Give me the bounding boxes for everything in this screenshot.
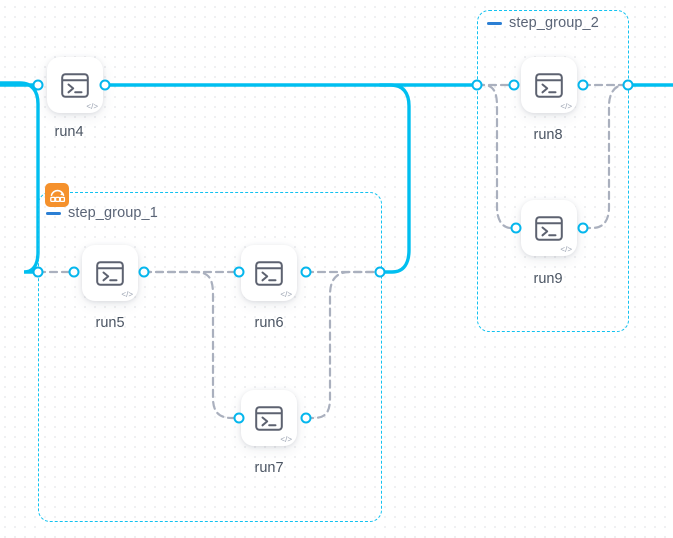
port-run5-in[interactable] [68, 266, 80, 278]
code-badge-icon: </> [280, 290, 292, 299]
port-group1-out[interactable] [374, 266, 386, 278]
port-run6-out[interactable] [300, 266, 312, 278]
terminal-icon [255, 260, 283, 286]
node-label-run9: run9 [533, 271, 563, 287]
node-label-run8: run8 [533, 127, 563, 143]
port-run9-out[interactable] [577, 222, 589, 234]
group-header-step-group-2[interactable]: step_group_2 [487, 15, 599, 31]
node-label-run4: run4 [54, 124, 84, 140]
minus-dash-icon[interactable] [46, 211, 61, 215]
port-run4-out[interactable] [99, 79, 111, 91]
group-box-step-group-2[interactable] [477, 10, 629, 332]
terminal-icon [535, 72, 563, 98]
port-run7-out[interactable] [300, 412, 312, 424]
port-run4-in[interactable] [32, 79, 44, 91]
node-run9[interactable]: </> [521, 200, 577, 256]
terminal-icon [96, 260, 124, 286]
node-run8[interactable]: </> [521, 57, 577, 113]
code-badge-icon: </> [280, 435, 292, 444]
node-run6[interactable]: </> [241, 245, 297, 301]
node-label-run7: run7 [254, 460, 284, 476]
loop-foreach-icon[interactable] [45, 183, 69, 207]
group-header-step-group-1[interactable]: step_group_1 [46, 205, 158, 221]
edge-group1-out-up [378, 83, 411, 274]
port-run8-out[interactable] [577, 79, 589, 91]
edge-left-down-to-group1 [0, 81, 40, 274]
port-run8-in[interactable] [508, 79, 520, 91]
code-badge-icon: </> [121, 290, 133, 299]
terminal-icon [61, 72, 89, 98]
minus-dash-icon[interactable] [487, 21, 502, 25]
node-run5[interactable]: </> [82, 245, 138, 301]
port-group2-in[interactable] [471, 79, 483, 91]
port-run9-in[interactable] [510, 222, 522, 234]
group-title-step-group-2: step_group_2 [509, 15, 599, 31]
port-run7-in[interactable] [233, 412, 245, 424]
port-group1-in[interactable] [32, 266, 44, 278]
terminal-icon [255, 405, 283, 431]
group-title-step-group-1: step_group_1 [68, 205, 158, 221]
code-badge-icon: </> [560, 245, 572, 254]
code-badge-icon: </> [560, 102, 572, 111]
port-run6-in[interactable] [233, 266, 245, 278]
port-group2-out[interactable] [622, 79, 634, 91]
node-label-run5: run5 [95, 315, 125, 331]
code-badge-icon: </> [86, 102, 98, 111]
group-box-step-group-1[interactable] [38, 192, 382, 522]
node-run7[interactable]: </> [241, 390, 297, 446]
port-run5-out[interactable] [138, 266, 150, 278]
terminal-icon [535, 215, 563, 241]
node-label-run6: run6 [254, 315, 284, 331]
node-run4[interactable]: </> [47, 57, 103, 113]
